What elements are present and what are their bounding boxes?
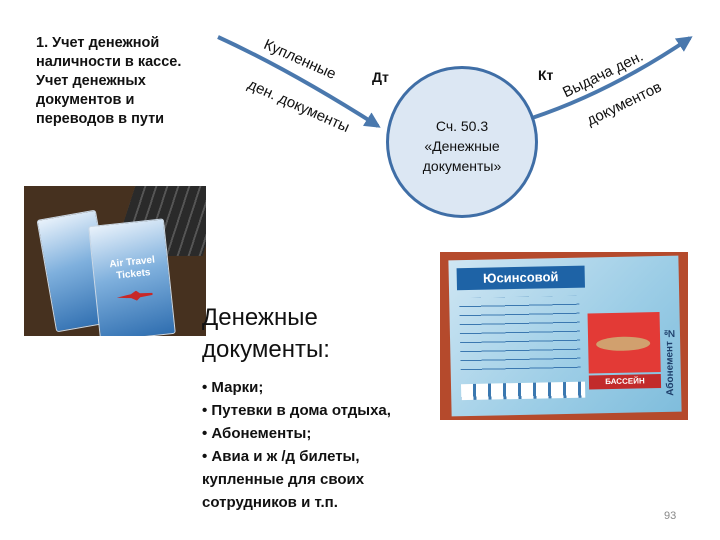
heading-line: Учет денежных [36,73,146,89]
list-item: • Авиа и ж /д билеты, [202,448,360,465]
pass-visit-cells [460,381,586,401]
heading-line: документов и [36,92,135,108]
incoming-arrow [217,35,381,128]
account-line: Сч. 50.3 [435,118,489,134]
list-item: • Марки; [202,379,264,396]
docs-title-line: Денежные [202,304,318,331]
credit-label: Кт [538,67,554,83]
pass-photo [587,312,661,374]
list-item: купленные для своих [202,471,365,488]
heading-line: наличности в кассе. [36,54,182,70]
debit-label: Дт [372,69,389,85]
docs-title-line: документы: [202,336,330,363]
list-item: • Абонементы; [202,425,312,442]
pass-form-lines [459,295,581,377]
pass-side-text: Абонемент № [663,327,677,396]
pool-pass-photo: Юсинсовой БАССЕЙН Абонемент № [440,252,688,420]
account-line: «Денежные [424,138,500,154]
tickets-label: Air Travel Tickets [101,254,165,284]
pass-photo-label: БАССЕЙН [588,374,662,390]
air-tickets-photo: Air Travel Tickets [24,186,206,336]
account-line: документы» [422,158,502,174]
account-circle [386,66,538,218]
pass-card: Юсинсовой БАССЕЙН Абонемент № [448,255,682,417]
slide-heading: 1. Учет денежной наличности в кассе. Уче… [36,34,236,129]
outgoing-arrow [531,36,693,120]
page-number: 93 [664,510,677,522]
airplane-icon [116,289,153,303]
pass-brand: Юсинсовой [456,265,585,291]
account-title: Сч. 50.3 «Денежные документы» [388,116,536,176]
docs-list: • Марки; • Путевки в дома отдыха, • Абон… [202,376,391,514]
list-item: сотрудников и т.п. [202,494,338,511]
list-item: • Путевки в дома отдыха, [202,402,391,419]
heading-line: 1. Учет денежной [36,35,160,51]
heading-line: переводов в пути [36,111,165,127]
ticket-envelope: Air Travel Tickets [88,218,176,336]
docs-title: Денежные документы: [202,302,330,366]
